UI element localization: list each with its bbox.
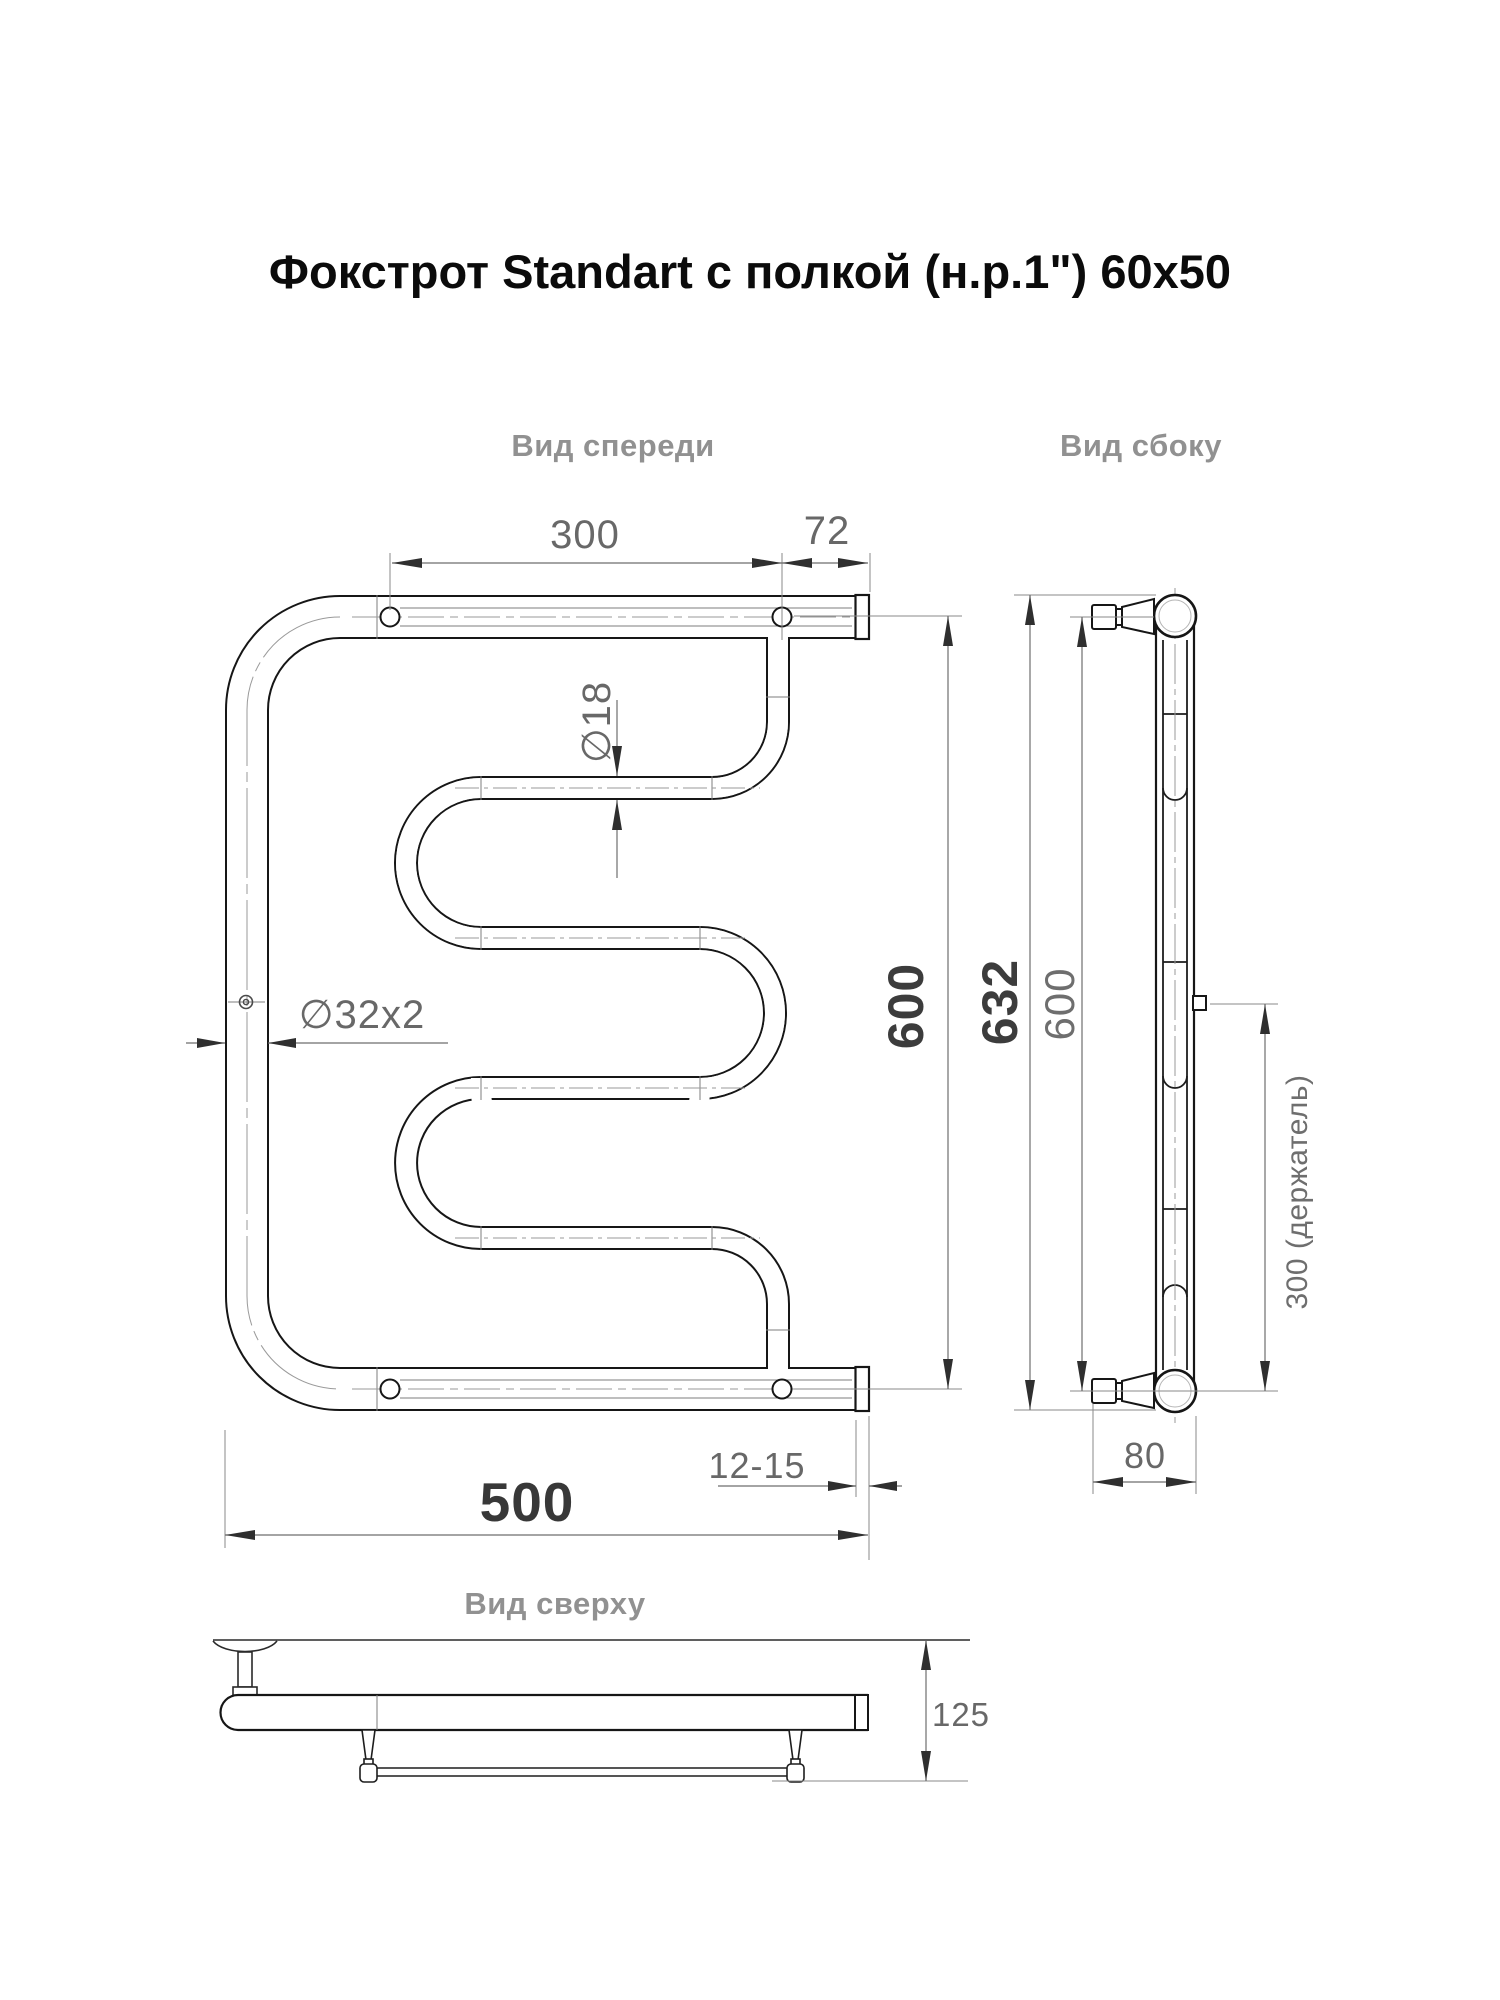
dim-side-depth: 80: [1124, 1435, 1166, 1476]
front-centerlines: [246, 616, 852, 1390]
dim-front-width: 500: [480, 1471, 575, 1533]
side-inner-tube: [1162, 640, 1188, 1370]
dimension-lines: [186, 562, 1266, 1781]
top-view-fitting: [212, 1640, 278, 1697]
dim-end-gap: 12-15: [708, 1445, 805, 1486]
top-view-end-cap: [854, 1694, 869, 1731]
dim-shelf-depth: 125: [932, 1696, 990, 1733]
extension-lines: [224, 553, 1278, 1782]
holder-bracket: [1192, 995, 1207, 1011]
dim-holder-spacing: 300 (держатель): [1281, 1074, 1314, 1309]
side-view-label: Вид сбоку: [1060, 428, 1222, 463]
dim-wall-stub: 72: [804, 509, 851, 553]
dim-overall-height: 632: [972, 959, 1028, 1045]
front-view-label: Вид спереди: [511, 428, 714, 463]
dimension-arrows: [197, 558, 1270, 1781]
top-bar-end-cap: [854, 593, 871, 641]
dim-rail-tube-diameter: ∅18: [575, 681, 619, 763]
shelf-supports: [359, 1729, 805, 1783]
dim-main-tube-diameter: ∅32x2: [299, 993, 426, 1037]
dim-shelf-span: 300: [550, 513, 620, 557]
rod-end-circles: [379, 606, 793, 1400]
top-view-label: Вид сверху: [464, 1586, 646, 1621]
dim-side-axis-height: 600: [1036, 967, 1083, 1040]
side-view-drawing: [1091, 588, 1207, 1428]
dim-front-height: 600: [878, 963, 934, 1049]
side-top-tube-section: [1152, 593, 1198, 639]
top-view-drawing: [212, 1639, 970, 1783]
shelf-rod-top-view: [377, 1767, 787, 1777]
riser-weld-point: [228, 994, 265, 1010]
drawing-title: Фокстрот Standart с полкой (н.р.1") 60x5…: [269, 245, 1231, 298]
top-view-bar: [219, 1693, 868, 1732]
front-view-drawing: [225, 593, 871, 1413]
